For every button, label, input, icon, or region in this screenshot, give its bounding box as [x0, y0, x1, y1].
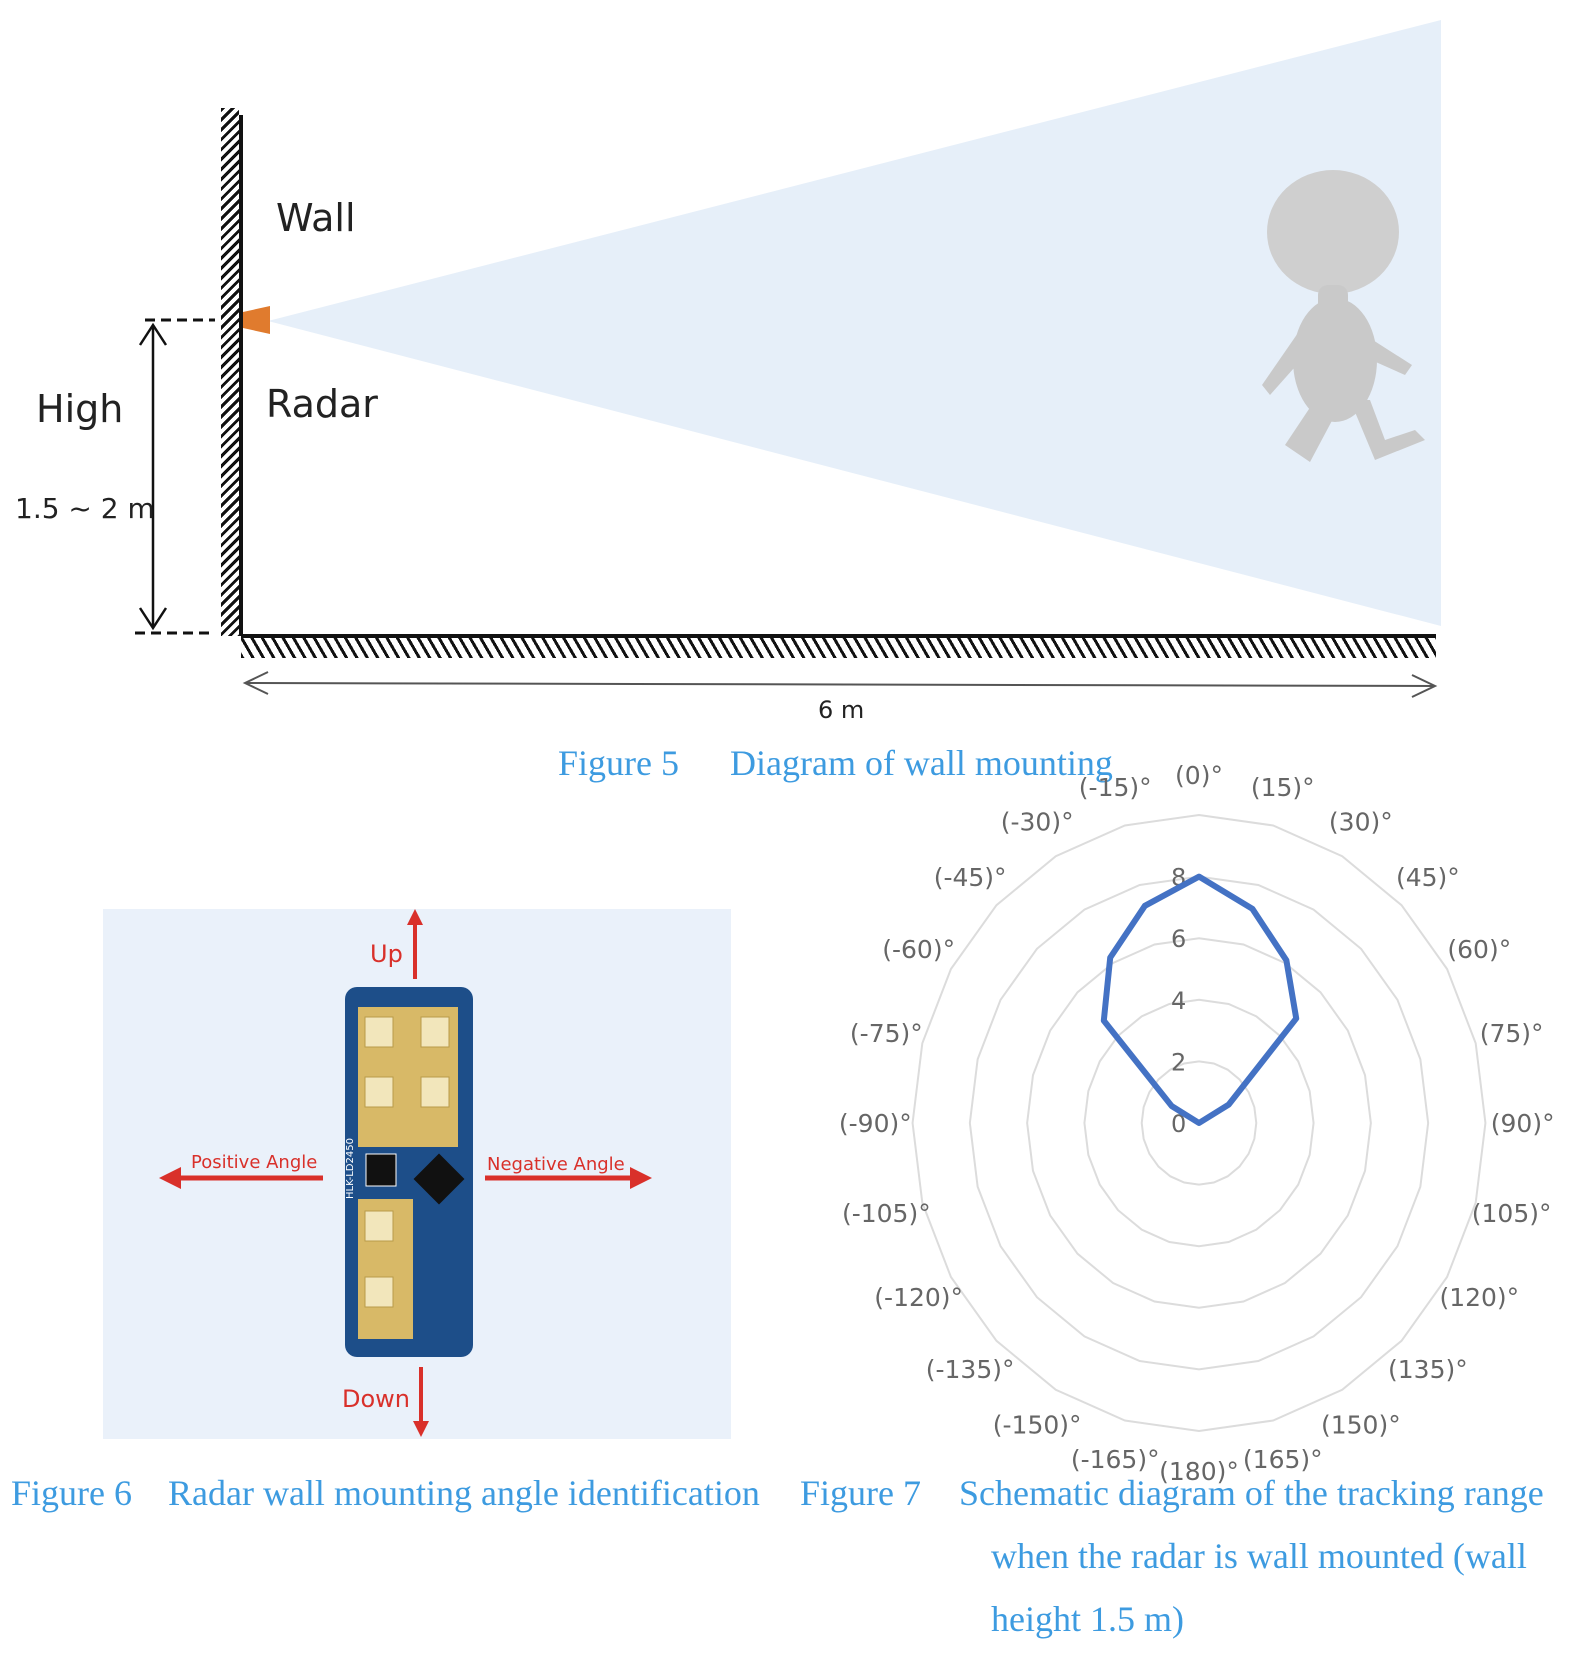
- up-label: Up: [370, 940, 403, 968]
- figure-7-caption-line-1: Schematic diagram of the tracking range: [959, 1473, 1544, 1513]
- negative-angle-arrow: [485, 1167, 652, 1189]
- angle-label: (-15)°: [1079, 773, 1152, 802]
- walking-person-figure: [1262, 170, 1425, 462]
- angle-label: (135)°: [1388, 1355, 1468, 1384]
- figure-7-caption-line-3: height 1.5 m): [991, 1599, 1184, 1639]
- radar-label: Radar: [266, 382, 378, 426]
- height-range-label: 1.5 ~ 2 m: [15, 492, 155, 525]
- grid-ring: [1140, 1060, 1258, 1186]
- positive-angle-arrow: [159, 1167, 323, 1189]
- grid-ring: [1026, 937, 1372, 1309]
- wall-mounting-diagram: [135, 20, 1441, 698]
- angle-label: (-120)°: [874, 1283, 963, 1312]
- angle-label: (-75)°: [850, 1019, 923, 1048]
- up-arrow: [407, 909, 423, 979]
- wall-hatching: [221, 108, 239, 636]
- angle-label: (105)°: [1472, 1199, 1552, 1228]
- angle-label: (-45)°: [934, 863, 1007, 892]
- angle-label: (-105)°: [842, 1199, 931, 1228]
- angle-label: (165)°: [1243, 1445, 1323, 1474]
- angle-label: (15)°: [1251, 773, 1315, 802]
- angle-label: (75)°: [1480, 1019, 1544, 1048]
- distance-arrow: [242, 671, 1438, 698]
- angle-label: (-135)°: [926, 1355, 1015, 1384]
- figure-6-caption-number: Figure 6: [11, 1473, 132, 1513]
- angle-label: (90)°: [1491, 1109, 1555, 1138]
- angle-label: (-150)°: [993, 1410, 1082, 1439]
- radial-tick-label: 4: [1171, 987, 1186, 1015]
- angle-label: (30)°: [1329, 808, 1393, 837]
- down-label: Down: [342, 1385, 411, 1413]
- height-arrow: [138, 322, 168, 631]
- radar-board-diagram: HLK-LD2450: [159, 909, 652, 1437]
- angle-label: (45)°: [1396, 863, 1460, 892]
- distance-label: 6 m: [818, 696, 865, 724]
- radar-device-icon: [243, 306, 270, 334]
- floor-hatching: [241, 638, 1436, 658]
- angle-label: (-60)°: [882, 935, 955, 964]
- radar-beam: [268, 20, 1441, 626]
- board-model-label: HLK-LD2450: [345, 1138, 356, 1199]
- wall-label: Wall: [276, 196, 356, 240]
- angle-label: (120)°: [1439, 1283, 1519, 1312]
- angle-label: (-90)°: [839, 1109, 912, 1138]
- down-arrow: [413, 1367, 429, 1437]
- radar-board: HLK-LD2450: [345, 987, 473, 1357]
- figure-5-caption-number: Figure 5: [558, 743, 679, 783]
- grid-ring: [911, 813, 1487, 1433]
- high-label: High: [36, 387, 124, 431]
- angle-label: (150)°: [1321, 1410, 1401, 1439]
- grid-ring: [968, 875, 1430, 1371]
- angle-label: (0)°: [1175, 761, 1223, 790]
- angle-label: (60)°: [1447, 935, 1511, 964]
- figure-7-caption-number: Figure 7: [800, 1473, 921, 1513]
- angle-label: (-30)°: [1001, 808, 1074, 837]
- angle-label: (180)°: [1159, 1457, 1239, 1486]
- grid-ring: [1083, 998, 1315, 1248]
- angle-label: (-165)°: [1071, 1445, 1160, 1474]
- positive-angle-label: Positive Angle: [191, 1152, 318, 1173]
- negative-angle-label: Negative Angle: [487, 1154, 625, 1175]
- radial-tick-label: 0: [1171, 1110, 1186, 1138]
- figure-7-caption-line-2: when the radar is wall mounted (wall: [991, 1536, 1527, 1576]
- radial-tick-label: 6: [1171, 925, 1186, 953]
- figure-5-caption-text: Diagram of wall mounting: [730, 743, 1113, 783]
- figure-6-caption-text: Radar wall mounting angle identification: [168, 1473, 760, 1513]
- radial-tick-label: 2: [1171, 1048, 1186, 1076]
